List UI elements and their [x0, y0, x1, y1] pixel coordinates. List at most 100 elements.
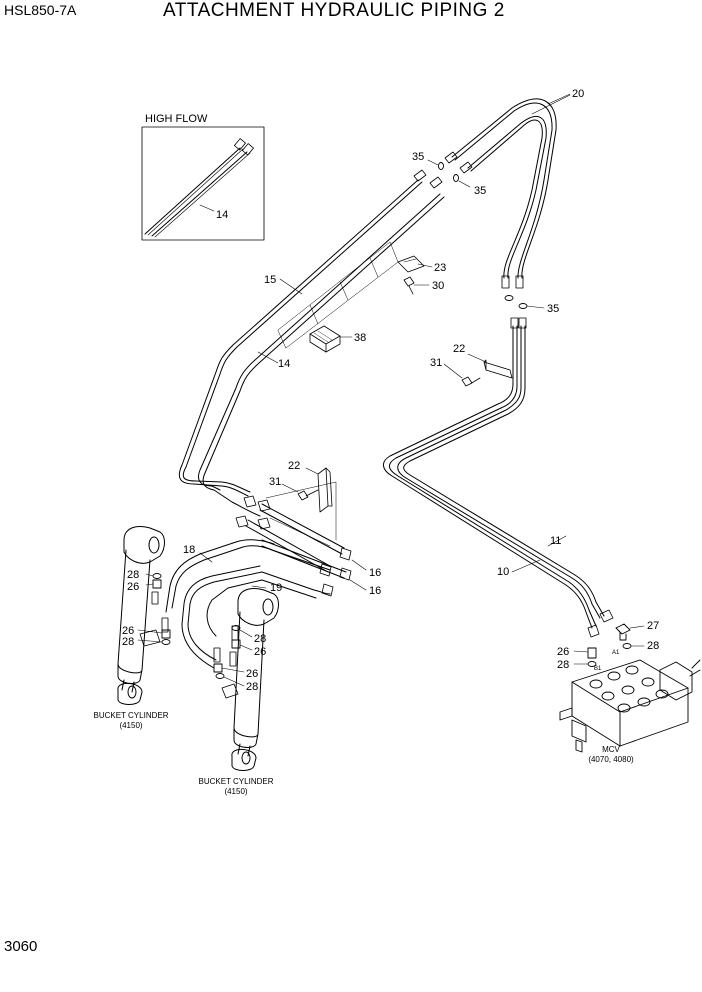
hose-20-outer — [451, 98, 557, 279]
high-flow-hose-b-inner — [154, 152, 251, 238]
pipe-14-fitting — [429, 176, 443, 189]
oring-35-c — [504, 295, 514, 301]
callout-28-right-bottom: 28 — [246, 681, 258, 693]
cylinder-left-port-fitting — [151, 591, 159, 605]
hose-18-b — [165, 539, 275, 613]
cylinder-right-port-fitting-a — [231, 625, 239, 641]
component-captions: BUCKET CYLINDER (4150) BUCKET CYLINDER (… — [94, 650, 635, 796]
bolt-31-lower — [297, 489, 319, 501]
orings-35 — [427, 159, 545, 309]
bolt-31-upper — [461, 376, 481, 387]
high-flow-inset-frame — [141, 126, 265, 241]
callout-22-upper: 22 — [453, 343, 465, 355]
hose-20-outer-b — [454, 102, 553, 279]
mcv-port-5 — [621, 685, 635, 695]
pipe-11-outer — [397, 325, 601, 619]
mcv-assembly — [559, 623, 701, 753]
pipe-junction-fitting-b — [257, 499, 271, 512]
callout-28-mcv-top: 28 — [647, 640, 659, 652]
callout-31-upper: 31 — [430, 357, 442, 369]
high-flow-fitting-a — [233, 138, 246, 151]
page-title: ATTACHMENT HYDRAULIC PIPING 2 — [163, 0, 505, 21]
high-flow-fitting-b — [241, 143, 254, 156]
clamp-23-slot — [403, 258, 417, 263]
leader-26-left-bottom — [137, 629, 163, 634]
pipe-10-fitting-top — [510, 317, 519, 329]
leader-35-c — [526, 305, 545, 309]
high-flow-hose-b — [151, 151, 248, 237]
oring-28-right-bottom — [215, 673, 225, 679]
pipe-junction-fitting-d — [257, 517, 271, 530]
callout-26-left-top: 26 — [127, 581, 139, 593]
leader-16b — [349, 579, 367, 591]
leader-35-b — [458, 180, 471, 188]
mcv-name: MCV — [602, 745, 620, 754]
leader-28-left-bottom — [137, 639, 163, 643]
cylinder-left-body — [117, 549, 151, 671]
mcv-port-a1-label: A1 — [612, 650, 620, 656]
oring-28-left-top — [152, 573, 162, 579]
leader-14-inset — [199, 204, 215, 212]
connector-27 — [615, 623, 631, 641]
leader-15 — [279, 278, 303, 295]
pipe-16-lower — [247, 519, 331, 567]
block-38-front — [325, 335, 341, 353]
bucket-cylinder-left — [117, 526, 169, 705]
clamp-23 — [397, 255, 425, 273]
callout-28-mcv-bottom: 28 — [557, 659, 569, 671]
high-flow-hose-a — [144, 147, 241, 235]
mcv-block-front — [571, 681, 621, 747]
callout-10: 10 — [497, 566, 509, 578]
callout-15: 15 — [264, 274, 276, 286]
high-flow-label: HIGH FLOW — [145, 113, 208, 125]
callout-14: 14 — [278, 358, 290, 370]
cylinder-left-gland — [117, 663, 143, 684]
pipe-upper-right — [261, 539, 347, 573]
mcv-side-fitting — [559, 707, 573, 721]
leader-19 — [251, 585, 267, 589]
callout-18: 18 — [183, 544, 195, 556]
strap-divider-3 — [369, 257, 379, 278]
pipes-10-11 — [383, 317, 614, 638]
callout-31-lower: 31 — [269, 476, 281, 488]
fitting-20-top-b — [459, 161, 473, 174]
pipe-11-outer-b — [403, 325, 605, 617]
high-flow-inset — [141, 126, 265, 241]
hose-19-c — [206, 579, 317, 637]
leader-14 — [257, 351, 279, 364]
callout-26-right-bottom: 26 — [246, 668, 258, 680]
bucket-cylinder-right-code: (4150) — [224, 787, 247, 796]
pipes-14-15 — [178, 169, 445, 517]
clamp-22-lower-edge — [325, 467, 333, 507]
cylinder-left-eye — [117, 683, 143, 705]
callout-20: 20 — [572, 88, 584, 100]
cylinder-right-port-fitting-c — [229, 651, 237, 667]
fitting-20-top-a — [444, 151, 458, 164]
clamp-22-lower — [317, 467, 329, 513]
bolt-30 — [403, 276, 415, 295]
pipe-16-upper — [261, 503, 345, 549]
callout-26-left-bottom: 26 — [122, 625, 134, 637]
cylinder-left-lower-fitting — [161, 617, 169, 633]
oring-35-b — [453, 174, 459, 182]
callout-35-a: 35 — [412, 151, 424, 163]
leader-11 — [547, 535, 567, 547]
high-flow-hose-a-inner — [147, 148, 244, 236]
leader-28-left-top — [145, 573, 154, 577]
mcv-port-3 — [625, 665, 639, 675]
part-callouts: 20 35 35 14 23 30 15 35 38 22 31 14 22 3… — [122, 88, 659, 693]
pipe-14-inner-b — [202, 196, 445, 517]
hose-18 — [171, 545, 331, 609]
mcv-port-7 — [617, 703, 631, 713]
connector-26-mcv — [587, 647, 597, 659]
cylinder-right-head — [237, 588, 279, 626]
oring-35-a — [438, 162, 444, 170]
mcv-port-b1-label: B1 — [594, 666, 602, 672]
cylinder-left-rod — [121, 679, 135, 693]
callout-28-right-top: 28 — [254, 633, 266, 645]
oring-28-left-bottom — [161, 639, 171, 645]
mcv-solenoid — [659, 661, 693, 701]
leader-10 — [511, 559, 541, 573]
callout-30: 30 — [432, 280, 444, 292]
mcv-port-2 — [607, 671, 621, 681]
